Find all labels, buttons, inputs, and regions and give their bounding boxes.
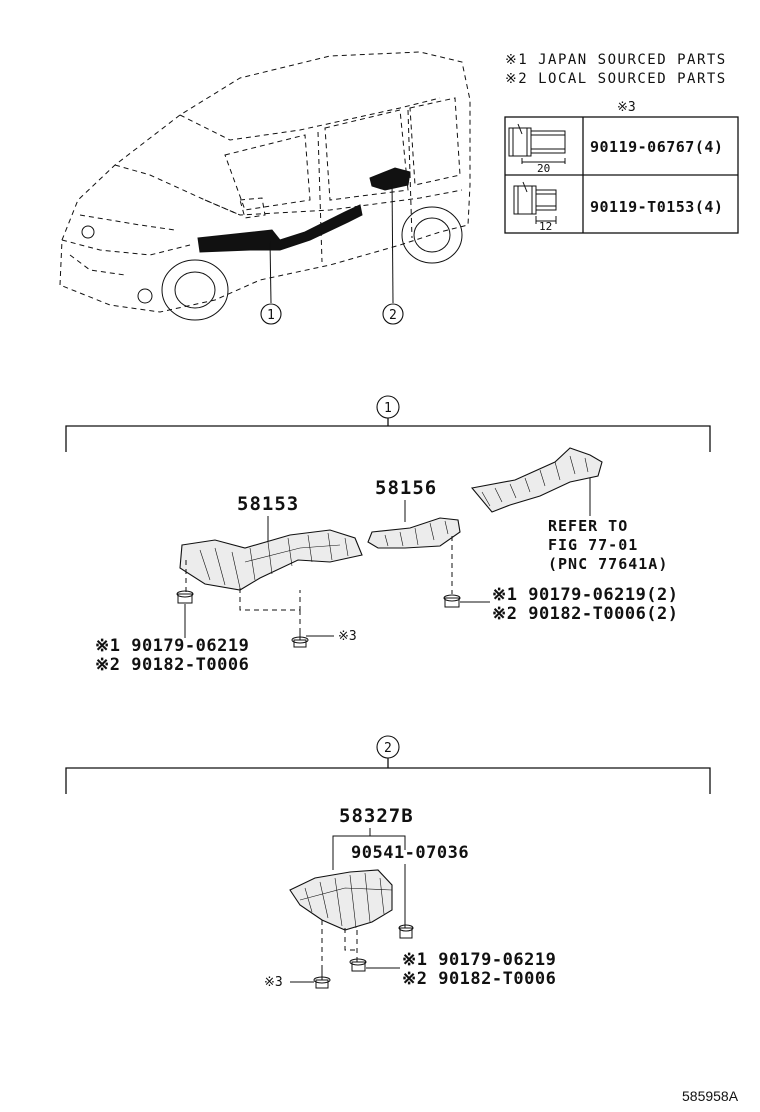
bolt-part-number-2: 90119-T0153(4) [590,198,723,216]
section-1-bracket [65,425,711,452]
part-58153-shape [179,529,363,591]
fastener-right-line-1: ※1 90179-06219(2) [492,585,679,605]
vehicle-overview: 1 2 [59,51,471,325]
legend-japan-sourced: ※1 JAPAN SOURCED PARTS [505,52,727,68]
rear-wheel [401,206,463,264]
part-58327b-shape [289,869,393,931]
clip-icon [398,924,414,939]
part-58327b-label: 58327B [339,805,414,827]
clip-part-number: 90541-07036 [351,843,469,863]
bolt-icon-long [508,123,566,164]
diagram-code: 585958A [682,1088,739,1104]
section-2-bracket [65,767,711,794]
referenced-part-shape [470,447,603,513]
part-58153-label: 58153 [237,493,299,515]
fastener-section-2-line-1: ※1 90179-06219 [402,950,556,970]
overview-callout-1-label: 1 [267,308,275,323]
bolt-length-20: 20 [537,162,550,175]
fastener-left-line-2: ※2 90182-T0006 [95,655,249,675]
refer-to-line-1: REFER TO [548,517,628,535]
front-wheel [161,259,229,321]
refer-to-line-2: FIG 77-01 [548,536,638,554]
legend-table-header: ※3 [617,100,636,115]
nut-icon-section-2 [349,958,367,972]
overview-callout-2-label: 2 [389,308,397,323]
nut-icon-left [176,590,194,604]
overview-callout-1 [260,303,282,325]
fastener-section-2-line-2: ※2 90182-T0006 [402,969,556,989]
bolt-part-number-1: 90119-06767(4) [590,138,723,156]
part-58156-label: 58156 [375,477,437,499]
section-1-marker-label: 1 [384,401,392,416]
highlight-part-2 [369,167,411,191]
refer-to-line-3: (PNC 77641A) [548,555,668,573]
legend: ※1 JAPAN SOURCED PARTS ※2 LOCAL SOURCED … [504,52,739,234]
bolt-note-section-1: ※3 [338,629,357,644]
bolt-icon-short [513,181,557,224]
section-2: 2 58327B 90541-07036 ※1 90179-06219 [65,735,711,990]
bolt-length-12: 12 [539,220,552,233]
section-2-marker-label: 2 [384,741,392,756]
fastener-left-line-1: ※1 90179-06219 [95,636,249,656]
nut-icon-right [443,594,461,608]
legend-local-sourced: ※2 LOCAL SOURCED PARTS [505,71,727,87]
highlight-part-1 [197,204,363,253]
overview-callout-2 [382,303,404,325]
bolt-icon-section-2 [313,965,331,989]
bolt-table: 20 90119-06767(4) 12 90119-T0153(4) [504,116,739,234]
bolt-icon-section-1 [291,630,309,648]
section-1: 1 58153 58156 REFER TO FIG 77-01 (PNC 77… [65,395,711,675]
bolt-note-section-2: ※3 [264,975,283,990]
fastener-right-line-2: ※2 90182-T0006(2) [492,604,679,624]
part-58156-shape [367,517,461,549]
